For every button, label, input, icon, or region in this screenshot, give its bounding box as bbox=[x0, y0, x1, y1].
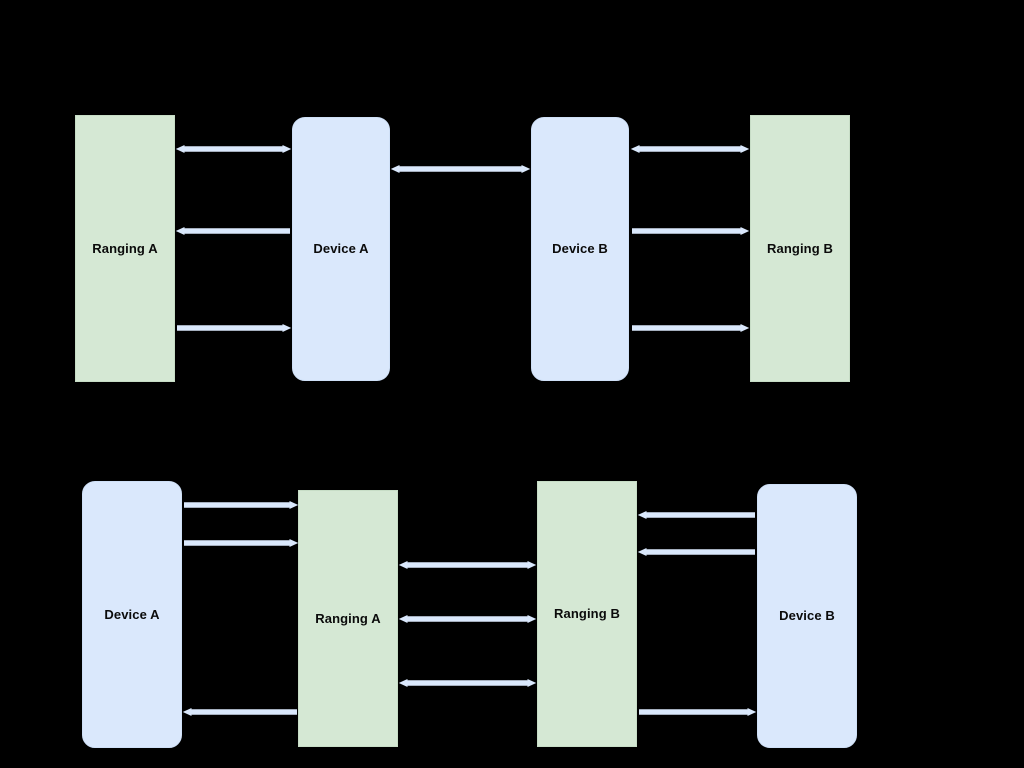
edge-device-b-ranging-b-3 bbox=[632, 323, 750, 333]
node-label: Device B bbox=[779, 608, 835, 624]
node-label: Ranging B bbox=[554, 606, 620, 622]
edge-ranging-a-device-a-1 bbox=[175, 144, 292, 154]
edge-device-b-ranging-b-2 bbox=[637, 547, 755, 557]
edge-device-a-ranging-a-1 bbox=[184, 500, 299, 510]
node-label: Ranging A bbox=[315, 610, 381, 626]
edge-ranging-b-device-b-3 bbox=[639, 707, 757, 717]
edge-ranging-a-ranging-b-1 bbox=[398, 560, 537, 570]
node-bot-device-a[interactable]: Device A bbox=[82, 481, 182, 748]
edge-ranging-a-ranging-b-3 bbox=[398, 678, 537, 688]
node-bot-ranging-b[interactable]: Ranging B bbox=[537, 481, 637, 747]
edge-device-a-ranging-a-2 bbox=[175, 226, 290, 236]
edge-device-a-ranging-a-2 bbox=[184, 538, 299, 548]
node-top-ranging-a[interactable]: Ranging A bbox=[75, 115, 175, 382]
edge-ranging-a-device-a-3 bbox=[177, 323, 292, 333]
node-bot-device-b[interactable]: Device B bbox=[757, 484, 857, 748]
edge-ranging-a-device-a-3 bbox=[182, 707, 297, 717]
edge-device-b-ranging-b-1 bbox=[637, 510, 755, 520]
edge-device-b-ranging-b-2 bbox=[632, 226, 750, 236]
edge-ranging-a-ranging-b-2 bbox=[398, 614, 537, 624]
edge-device-a-device-b bbox=[390, 164, 531, 174]
edge-device-b-ranging-b-1 bbox=[630, 144, 750, 154]
node-label: Device A bbox=[104, 606, 160, 622]
node-bot-ranging-a[interactable]: Ranging A bbox=[298, 490, 398, 747]
